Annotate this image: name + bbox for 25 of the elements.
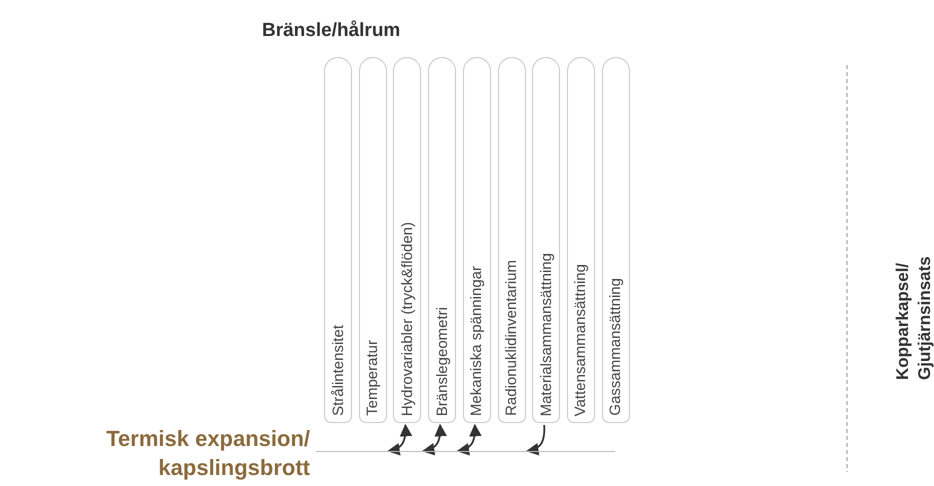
rotated-label: Bränslegeometri <box>434 306 450 416</box>
rounded-bar <box>532 57 560 423</box>
rounded-bar <box>566 57 595 423</box>
rounded-bar <box>498 57 526 423</box>
rotated-label: Radionuklidinventarium <box>504 260 519 416</box>
curved-arrow <box>456 424 482 456</box>
rotated-label: Mekaniska spänningar <box>469 266 484 416</box>
curved-arrow <box>526 424 546 456</box>
rotated-label: Vattensammansättning <box>573 264 588 416</box>
curved-arrow <box>387 424 412 456</box>
rounded-bar <box>428 57 456 423</box>
rounded-bar <box>358 57 387 423</box>
rotated-label: Strålintensitet <box>330 325 346 416</box>
heading: Bränsle/hålrum <box>262 20 400 42</box>
rotated-label: Hydrovariabler (tryck&flöden) <box>400 222 415 416</box>
rotated-label: Temperatur <box>365 340 380 416</box>
rounded-bar <box>324 57 352 423</box>
rotated-heading: Kopparkapsel/ Gjutjärnsinsats <box>892 255 934 380</box>
rounded-bar <box>462 57 491 423</box>
rotated-label: Materialsammansättning <box>538 252 554 416</box>
rounded-bar <box>602 57 630 423</box>
process-label: Termisk expansion/ kapslingsbrott <box>105 425 310 482</box>
rounded-bar <box>393 57 422 423</box>
rotated-label: Gassammansättning <box>608 278 624 416</box>
curved-arrow <box>422 424 447 456</box>
